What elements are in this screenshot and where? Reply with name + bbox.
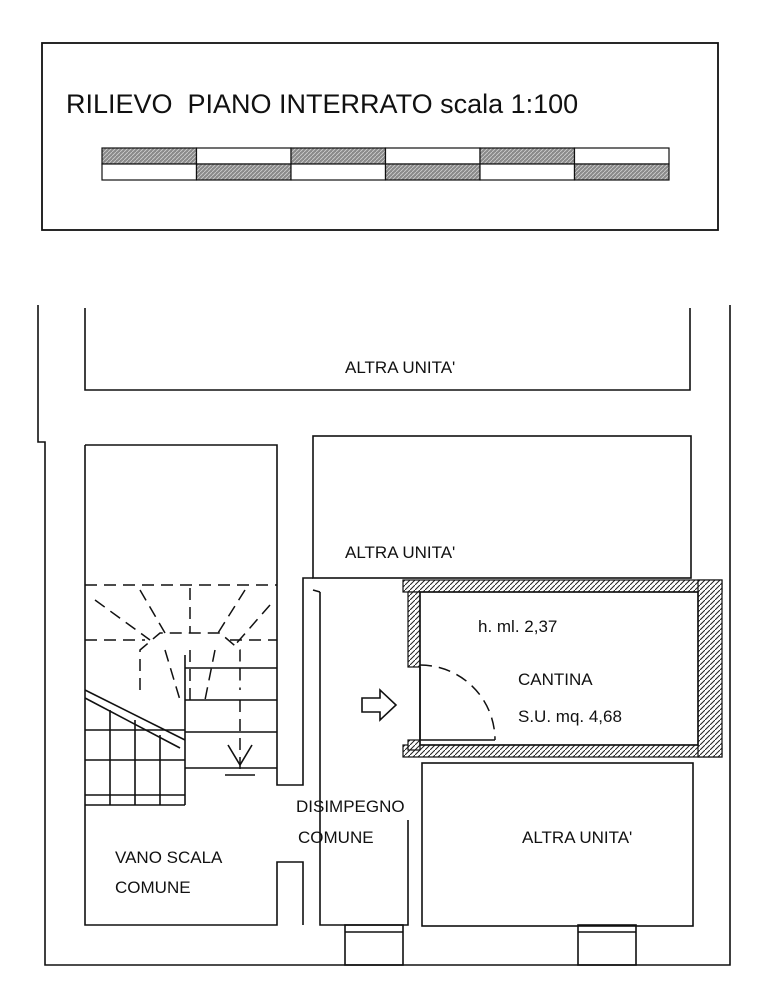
scale-bar-cell bbox=[384, 163, 481, 181]
cantina-name-label: CANTINA bbox=[518, 670, 593, 689]
scale-bar-cell bbox=[479, 163, 576, 181]
window-openings bbox=[344, 924, 637, 966]
room-label-altra-bottom: ALTRA UNITA' bbox=[522, 828, 632, 847]
room-label-altra-top: ALTRA UNITA' bbox=[345, 358, 455, 377]
room-label-disimpegno-1: DISIMPEGNO bbox=[296, 797, 405, 816]
room-altra-unita-bottom: ALTRA UNITA' bbox=[421, 762, 694, 927]
title-frame bbox=[41, 42, 719, 231]
scale-bar-cell bbox=[479, 147, 576, 165]
scale-bar-cell bbox=[290, 147, 387, 165]
title-block: RILIEVO PIANO INTERRATO scala 1:100 bbox=[41, 42, 719, 231]
scale-bar-cell bbox=[195, 147, 292, 165]
cantina-height-label: h. ml. 2,37 bbox=[478, 617, 557, 636]
staircase bbox=[84, 584, 277, 806]
room-label-disimpegno-2: COMUNE bbox=[298, 828, 374, 847]
room-altra-unita-middle: ALTRA UNITA' bbox=[312, 435, 692, 579]
scale-bar-cell bbox=[384, 147, 481, 165]
scale-bar-cell bbox=[101, 163, 198, 181]
scale-bar-cell bbox=[195, 163, 292, 181]
drawing-title: RILIEVO PIANO INTERRATO scala 1:100 bbox=[66, 89, 578, 119]
cantina-area-label: S.U. mq. 4,68 bbox=[518, 707, 622, 726]
room-label-altra-middle: ALTRA UNITA' bbox=[345, 543, 455, 562]
scale-bar-cell bbox=[573, 163, 670, 181]
room-label-vano-2: COMUNE bbox=[115, 878, 191, 897]
scale-bar bbox=[101, 147, 670, 181]
room-disimpegno: DISIMPEGNO COMUNE bbox=[296, 589, 409, 926]
room-altra-unita-top: ALTRA UNITA' bbox=[84, 308, 691, 391]
building-outline bbox=[37, 305, 731, 966]
cantina-door bbox=[419, 664, 496, 741]
entry-arrow-icon bbox=[361, 688, 398, 722]
room-cantina: h. ml. 2,37 CANTINA S.U. mq. 4,68 bbox=[402, 579, 723, 758]
room-label-vano-1: VANO SCALA bbox=[115, 848, 223, 867]
scale-bar-cell bbox=[101, 147, 198, 165]
room-vano-scala: VANO SCALA COMUNE bbox=[84, 444, 313, 926]
scale-bar-cell bbox=[290, 163, 387, 181]
scale-bar-cell bbox=[573, 147, 670, 165]
